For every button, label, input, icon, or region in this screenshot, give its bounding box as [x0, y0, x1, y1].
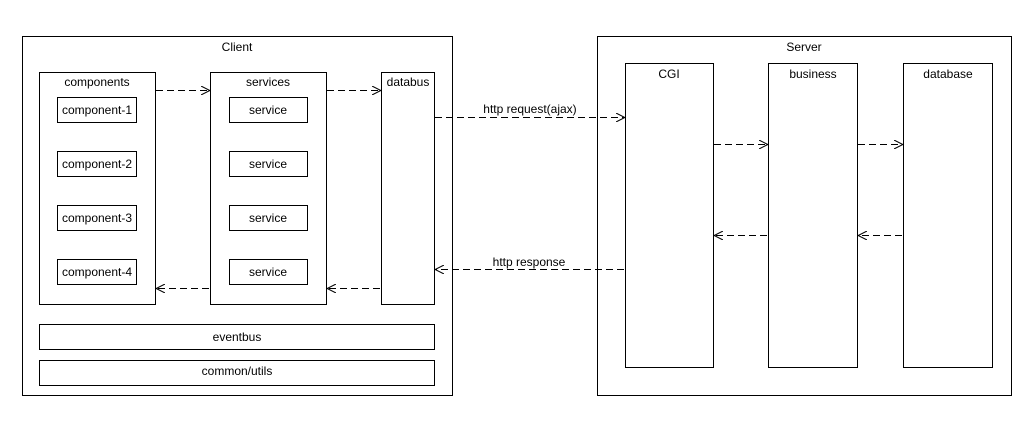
service-4-label: service [249, 265, 287, 279]
cgi-box: CGI [625, 63, 714, 368]
service-3-label: service [249, 211, 287, 225]
common-utils-box: common/utils [39, 360, 435, 386]
service-4-box: service [229, 259, 308, 285]
database-title: database [923, 67, 973, 81]
component-1-box: component-1 [57, 97, 137, 123]
common-utils-label: common/utils [202, 364, 273, 378]
eventbus-label: eventbus [213, 330, 262, 344]
http-request-label: http request(ajax) [483, 102, 576, 116]
components-group: components component-1 component-2 compo… [39, 72, 156, 305]
http-response-label: http response [493, 255, 566, 269]
cgi-title: CGI [658, 67, 679, 81]
component-2-label: component-2 [62, 157, 132, 171]
services-title: services [246, 75, 290, 89]
components-title: components [64, 75, 129, 89]
service-1-label: service [249, 103, 287, 117]
database-box: database [903, 63, 993, 368]
eventbus-box: eventbus [39, 324, 435, 350]
business-box: business [768, 63, 858, 368]
server-title: Server [786, 40, 821, 54]
component-4-box: component-4 [57, 259, 137, 285]
service-3-box: service [229, 205, 308, 231]
databus-box: databus [381, 72, 435, 305]
component-4-label: component-4 [62, 265, 132, 279]
client-title: Client [222, 40, 253, 54]
component-3-label: component-3 [62, 211, 132, 225]
business-title: business [789, 67, 836, 81]
component-2-box: component-2 [57, 151, 137, 177]
services-group: services service service service service [210, 72, 327, 305]
databus-title: databus [387, 75, 430, 89]
service-2-label: service [249, 157, 287, 171]
component-1-label: component-1 [62, 103, 132, 117]
service-2-box: service [229, 151, 308, 177]
component-3-box: component-3 [57, 205, 137, 231]
service-1-box: service [229, 97, 308, 123]
